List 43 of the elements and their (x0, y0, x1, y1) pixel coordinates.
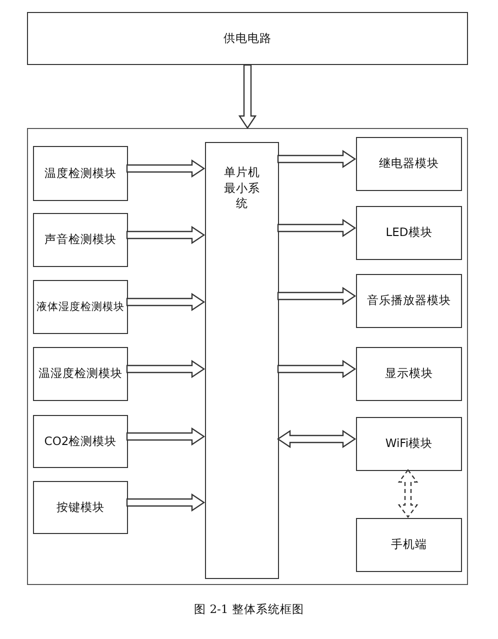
hollow-arrow (238, 64, 257, 130)
box-label: 液体湿度检测模块 (36, 300, 124, 314)
module-box (33, 415, 128, 468)
module-box (356, 347, 462, 401)
hollow-arrow (277, 150, 356, 168)
hollow-arrow (126, 292, 206, 312)
box-label: 音乐播放器模块 (367, 293, 451, 309)
module-box (33, 347, 128, 401)
module-box (33, 280, 128, 334)
hollow-arrow (126, 226, 206, 244)
hollow-arrow (126, 493, 206, 512)
hollow-arrow (277, 286, 356, 306)
hollow-arrow (126, 427, 206, 446)
module-box (356, 137, 462, 191)
module-box (33, 146, 128, 201)
box-label: 手机端 (391, 537, 427, 553)
system-frame (27, 128, 468, 585)
box-label: 单片机最小系统 (224, 165, 260, 212)
box-label: 按键模块 (56, 500, 104, 516)
hollow-arrow (126, 159, 206, 178)
box-label: 供电电路 (224, 30, 272, 46)
figure-caption: 图 2-1 整体系统框图 (193, 602, 305, 617)
box-label: CO2检测模块 (44, 434, 117, 450)
box-label: 声音检测模块 (44, 232, 116, 248)
module-box (356, 206, 462, 260)
box-label: LED模块 (386, 225, 432, 241)
box-label: 继电器模块 (379, 156, 439, 172)
hollow-arrow (277, 360, 356, 378)
module-box (27, 12, 468, 65)
hollow-arrow (276, 430, 356, 448)
module-box (356, 274, 462, 328)
module-box (33, 481, 128, 534)
box-label: 显示模块 (385, 366, 433, 382)
box-label: 温湿度检测模块 (38, 366, 122, 382)
hollow-arrow (398, 469, 418, 518)
module-box (33, 213, 128, 267)
mcu-block (205, 142, 279, 579)
hollow-arrow (126, 360, 206, 378)
box-label: WiFi模块 (385, 436, 433, 452)
hollow-arrow (277, 218, 356, 238)
module-box (356, 417, 462, 471)
module-box (356, 518, 462, 572)
box-label: 温度检测模块 (44, 166, 116, 182)
